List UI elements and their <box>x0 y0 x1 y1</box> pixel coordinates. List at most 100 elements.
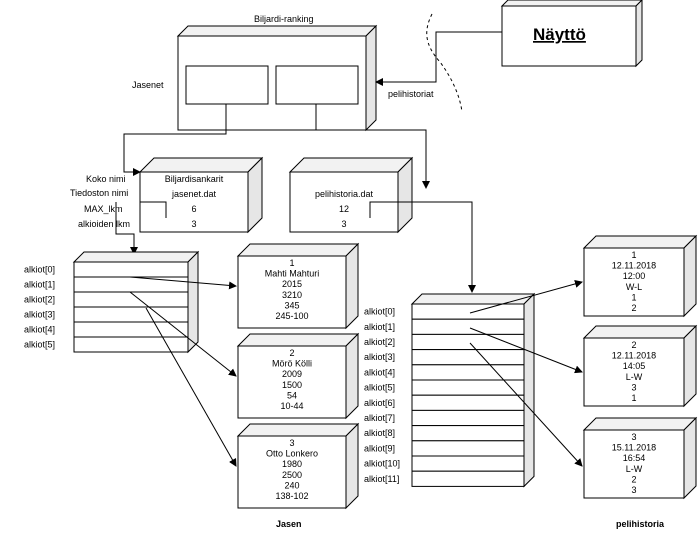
diagram-title: Biljardi-ranking <box>254 14 314 24</box>
history-array-cell <box>411 349 525 366</box>
game-record-3-line: 15.11.2018 <box>612 443 656 453</box>
member-record-1-line: 245-100 <box>275 311 308 321</box>
game-record-1-line: W-L <box>626 282 642 292</box>
history-array-cell <box>411 455 525 472</box>
member-record-2-line: 2 <box>289 348 294 358</box>
history-array-index-label: alkiot[3] <box>364 352 395 362</box>
history-array-cell <box>411 394 525 411</box>
pointer-arrow <box>129 291 237 377</box>
member-record-1-line: 1 <box>289 258 294 268</box>
game-record-1-line: 12.11.2018 <box>612 261 656 271</box>
members-array-cell <box>73 336 189 353</box>
boundary-dashed-curve <box>426 13 463 113</box>
history-array-index-label: alkiot[1] <box>364 322 395 332</box>
member-record-1-line: 345 <box>284 300 299 310</box>
field-label-max-lkm: MAX_lkm <box>84 204 123 214</box>
member-record-2-line: 2009 <box>282 369 302 379</box>
member-record-1-line: Mahti Mahturi <box>265 269 320 279</box>
members-array-index-label: alkiot[1] <box>24 280 55 290</box>
game-record-3-line: 3 <box>631 485 636 495</box>
members-array-cell <box>73 261 189 278</box>
history-array-index-label: alkiot[6] <box>364 398 395 408</box>
pelihistoriat-label: pelihistoriat <box>388 89 434 99</box>
game-record-2-line: 1 <box>631 393 636 403</box>
field-label-alkioiden-lkm: alkioiden lkm <box>78 219 130 229</box>
field-label-koko-nimi: Koko nimi <box>86 174 126 184</box>
members-array-index-label: alkiot[4] <box>24 325 55 335</box>
member-record-3-line: 1980 <box>282 459 302 469</box>
members-box-count: 3 <box>191 219 196 229</box>
members-array-cell <box>73 276 189 293</box>
game-record-3-line: 16:54 <box>623 453 646 463</box>
history-array-cell <box>411 379 525 396</box>
history-slot <box>275 65 359 105</box>
game-boxes: 112.11.201812:00W-L12212.11.201814:05L-W… <box>582 234 698 500</box>
history-box-count: 3 <box>341 219 346 229</box>
naytto-box <box>500 0 643 68</box>
ranking-container <box>176 24 378 132</box>
history-array-cell <box>411 303 525 320</box>
game-record-2-line: 12.11.2018 <box>612 351 656 361</box>
members-array-cell <box>73 291 189 308</box>
game-record-2-line: 14:05 <box>623 361 646 371</box>
members-box-file: jasenet.dat <box>171 189 217 199</box>
members-slot-connector <box>123 104 227 176</box>
history-array-connector <box>398 201 476 293</box>
history-box-file: pelihistoria.dat <box>315 189 374 199</box>
history-array-index-label: alkiot[10] <box>364 459 400 469</box>
pointer-arrow <box>469 327 583 374</box>
jasenet-label: Jasenet <box>132 80 164 90</box>
member-record-2-line: Mörö Kölli <box>272 359 312 369</box>
members-array-index-label: alkiot[2] <box>24 295 55 305</box>
members-data-box <box>138 156 264 234</box>
game-record-2-line: L-W <box>626 372 643 382</box>
members-slot <box>185 65 269 105</box>
members-array-cell <box>73 306 189 323</box>
history-box-max: 12 <box>339 204 349 214</box>
history-array-index-label: alkiot[4] <box>364 367 395 377</box>
pointer-arrow <box>469 342 583 467</box>
game-record-1-line: 2 <box>631 303 636 313</box>
member-record-3-line: 2500 <box>282 470 302 480</box>
game-record-1-line: 1 <box>631 292 636 302</box>
history-array-cell <box>411 364 525 381</box>
history-array-labels: alkiot[0] alkiot[1] alkiot[2] alkiot[3] alki… <box>364 307 400 484</box>
history-array-index-label: alkiot[9] <box>364 443 395 453</box>
history-array <box>410 292 536 488</box>
history-array-cell <box>411 333 525 351</box>
naytto-arrow <box>375 31 502 86</box>
history-array-index-label: alkiot[5] <box>364 383 395 393</box>
history-array-cell <box>411 440 525 457</box>
history-array-index-label: alkiot[8] <box>364 428 395 438</box>
member-record-3-line: 3 <box>289 438 294 448</box>
history-array-index-label: alkiot[2] <box>364 337 395 347</box>
game-record-2-line: 2 <box>631 340 636 350</box>
history-data-box <box>288 156 414 234</box>
pointer-arrow <box>129 276 237 290</box>
jasen-caption: Jasen <box>276 519 302 529</box>
field-label-tiedoston-nimi: Tiedoston nimi <box>70 188 128 198</box>
members-box-max: 6 <box>191 204 196 214</box>
members-array-index-label: alkiot[3] <box>24 310 55 320</box>
history-array-cell <box>411 425 525 442</box>
member-record-1-line: 2015 <box>282 279 302 289</box>
members-array-connector <box>115 202 138 255</box>
members-array <box>72 250 200 354</box>
naytto-title: Näyttö <box>533 25 586 44</box>
game-record-3-line: 2 <box>631 474 636 484</box>
history-array-index-label: alkiot[0] <box>364 307 395 317</box>
member-record-3-line: 240 <box>284 480 299 490</box>
pointer-arrow <box>145 307 237 467</box>
history-array-cell <box>411 470 525 487</box>
game-record-1-line: 1 <box>631 250 636 260</box>
member-record-3-line: Otto Lonkero <box>266 449 318 459</box>
member-record-2-line: 1500 <box>282 380 302 390</box>
member-record-2-line: 10-44 <box>280 401 303 411</box>
